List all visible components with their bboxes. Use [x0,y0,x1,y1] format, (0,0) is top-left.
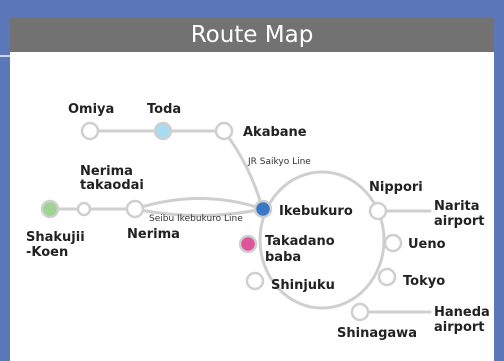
label-toda: Toda [147,102,181,117]
label-nerima: Nerima [127,227,180,242]
label-shinjuku: Shinjuku [271,278,335,293]
station-omiya[interactable] [80,121,100,141]
label-takadanobaba-line1: Takadano [265,234,335,249]
title-bar: Route Map [10,18,494,52]
label-omiya: Omiya [68,102,114,117]
label-nippori: Nippori [369,180,423,195]
label-takadanobaba-line2: baba [265,250,301,265]
label-ikebukuro: Ikebukuro [279,204,353,219]
label-narita-line1: Narita [434,199,480,214]
label-shinagawa: Shinagawa [337,326,417,341]
station-akabane[interactable] [214,121,234,141]
yamanote-loop-track [258,170,386,310]
label-haneda-line2: airport [434,320,485,335]
page-title: Route Map [190,22,314,48]
label-akabane: Akabane [243,125,307,140]
label-narita-line2: airport [434,214,485,229]
station-nerima-takaodai[interactable] [76,201,92,217]
station-nippori[interactable] [368,201,388,221]
saikyo-line-label: JR Saikyo Line [247,157,311,167]
station-toda[interactable] [153,121,173,141]
seibu-line-label: Seibu Ikebukuro Line [149,214,243,224]
station-takadanobaba[interactable] [238,234,258,254]
left-edge-highlight [0,55,10,57]
seibu-track-lower [133,207,265,217]
station-ueno[interactable] [383,233,403,253]
station-nerima[interactable] [125,199,145,219]
label-tokyo: Tokyo [403,274,445,289]
station-shakujii-koen[interactable] [40,199,60,219]
station-shinagawa[interactable] [350,302,370,322]
label-shakujii-line1: Shakujii [26,230,85,245]
label-haneda-line1: Haneda [434,305,490,320]
label-ueno: Ueno [408,237,446,252]
station-shinjuku[interactable] [245,271,265,291]
station-tokyo[interactable] [377,267,397,287]
label-nerima-takaodai-line2: takaodai [80,178,144,193]
label-nerima-takaodai-line1: Nerima [80,164,133,179]
station-ikebukuro[interactable] [253,199,273,219]
label-shakujii-line2: -Koen [26,245,68,260]
